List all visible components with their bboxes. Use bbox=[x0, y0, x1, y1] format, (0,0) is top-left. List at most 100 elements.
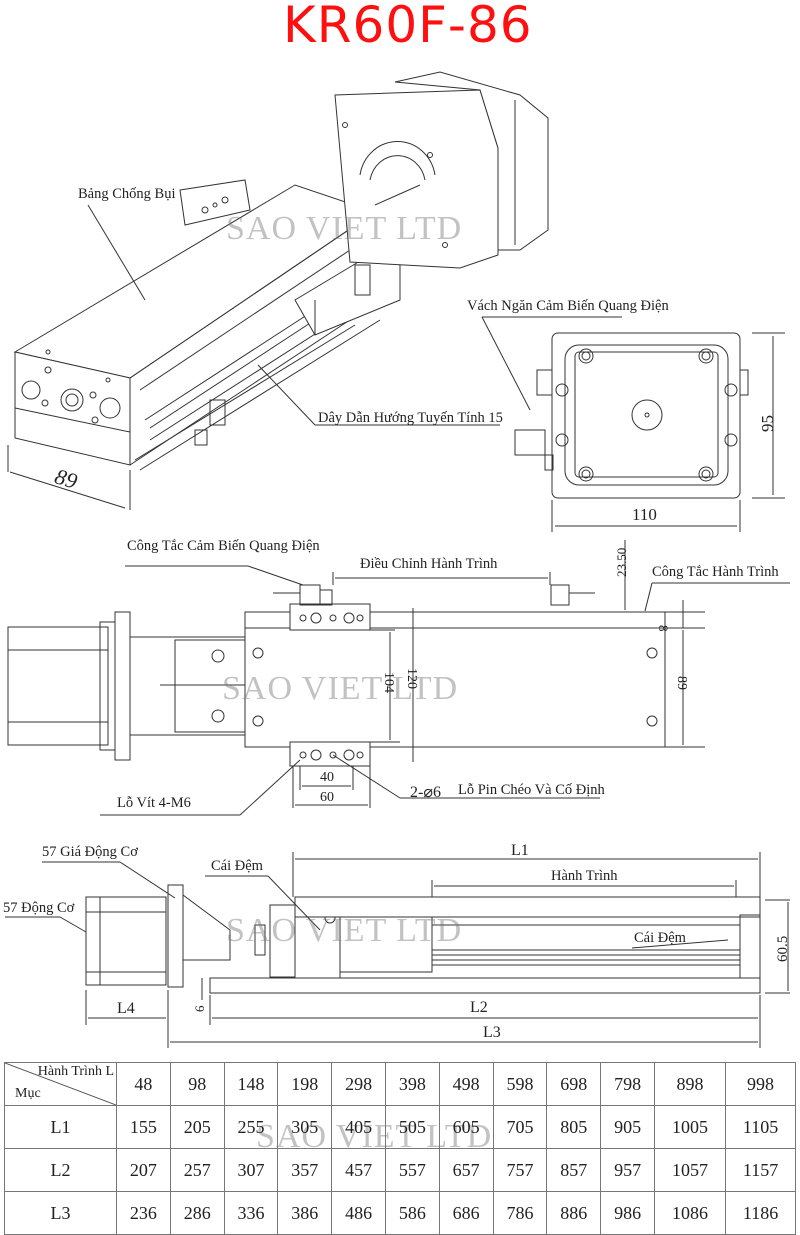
label-stroke-switch: Công Tắc Hành Trình bbox=[652, 564, 779, 580]
table-cell: 1005 bbox=[653, 1105, 727, 1149]
table-cell: 1086 bbox=[653, 1191, 727, 1235]
header-stroke-label: Hành Trình L bbox=[37, 1064, 114, 1079]
dim-89-top: 89 bbox=[674, 676, 689, 690]
dim-23-50: 23.50 bbox=[614, 547, 629, 577]
table-cell: 307 bbox=[223, 1148, 279, 1192]
product-title: KR60F-86 bbox=[283, 0, 533, 54]
dim-6: 6 bbox=[192, 1005, 207, 1013]
stroke-header-cell: 398 bbox=[384, 1062, 440, 1106]
row-label: L2 bbox=[4, 1148, 117, 1192]
table-cell: 236 bbox=[116, 1191, 171, 1235]
label-dust-cover: Bảng Chống Bụi bbox=[78, 186, 176, 202]
table-cell: 586 bbox=[384, 1191, 440, 1235]
motor-shaft bbox=[631, 399, 663, 431]
end-view bbox=[481, 316, 785, 532]
table-cell: 957 bbox=[600, 1148, 655, 1192]
label-buffer-right: Cái Đệm bbox=[634, 930, 686, 946]
dim-95: 95 bbox=[758, 415, 777, 432]
stroke-header-cell: 298 bbox=[331, 1062, 386, 1106]
table-cell: 155 bbox=[116, 1105, 171, 1149]
table-cell: 1057 bbox=[653, 1148, 727, 1192]
table-cell: 505 bbox=[384, 1105, 440, 1149]
side-view bbox=[5, 852, 790, 1048]
table-cell: 486 bbox=[331, 1191, 386, 1235]
table-cell: 1105 bbox=[725, 1105, 796, 1149]
stroke-header-cell: 498 bbox=[438, 1062, 494, 1106]
table-cell: 405 bbox=[331, 1105, 386, 1149]
table-cell: 286 bbox=[169, 1191, 225, 1235]
table-cell: 757 bbox=[492, 1148, 548, 1192]
table-cell: 386 bbox=[277, 1191, 333, 1235]
stroke-header-cell: 98 bbox=[169, 1062, 225, 1106]
table-corner-header: Hành Trình L Mục bbox=[4, 1062, 117, 1106]
body-plan bbox=[244, 611, 666, 748]
dim-L4: L4 bbox=[117, 1000, 135, 1017]
dim-60-5: 60.5 bbox=[775, 935, 791, 962]
label-buffer-left: Cái Đệm bbox=[211, 858, 263, 874]
stroke-header-cell: 998 bbox=[725, 1062, 796, 1106]
table-cell: 357 bbox=[277, 1148, 333, 1192]
dim-line-89-iso bbox=[9, 471, 126, 509]
table-cell: 305 bbox=[277, 1105, 333, 1149]
stroke-header-cell: 48 bbox=[116, 1062, 171, 1106]
table-cell: 336 bbox=[223, 1191, 279, 1235]
label-pin-holes-prefix: 2-⌀6 bbox=[410, 784, 441, 801]
label-stroke: Hành Trình bbox=[551, 868, 618, 884]
row-label: L3 bbox=[4, 1191, 117, 1235]
watermark: SAO VIET LTD bbox=[222, 670, 459, 707]
label-motor-mount: 57 Giá Động Cơ bbox=[42, 844, 138, 860]
label-screw-holes: Lỗ Vít 4-M6 bbox=[117, 795, 191, 811]
table-cell: 605 bbox=[438, 1105, 494, 1149]
table-cell: 205 bbox=[169, 1105, 225, 1149]
table-cell: 886 bbox=[546, 1191, 602, 1235]
stroke-header-cell: 198 bbox=[277, 1062, 333, 1106]
table-cell: 257 bbox=[169, 1148, 225, 1192]
dim-L1: L1 bbox=[511, 842, 529, 859]
dim-8: 8 bbox=[656, 625, 671, 632]
table-cell: 686 bbox=[438, 1191, 494, 1235]
dim-L2: L2 bbox=[470, 999, 488, 1016]
label-photo-sensor-switch: Công Tắc Cảm Biến Quang Điện bbox=[127, 538, 320, 554]
stroke-header-cell: 148 bbox=[223, 1062, 279, 1106]
dim-110: 110 bbox=[632, 505, 657, 524]
table-cell: 805 bbox=[546, 1105, 602, 1149]
stepper-motor bbox=[394, 71, 549, 251]
stroke-header-cell: 598 bbox=[492, 1062, 548, 1106]
table-cell: 207 bbox=[116, 1148, 171, 1192]
stroke-header-cell: 898 bbox=[653, 1062, 727, 1106]
technical-drawing bbox=[5, 71, 790, 1048]
table-cell: 657 bbox=[438, 1148, 494, 1192]
table-cell: 786 bbox=[492, 1191, 548, 1235]
dim-104: 104 bbox=[381, 672, 396, 693]
watermark: SAO VIET LTD bbox=[226, 210, 463, 247]
stroke-header-cell: 798 bbox=[600, 1062, 655, 1106]
label-motor: 57 Động Cơ bbox=[3, 900, 75, 916]
table-cell: 986 bbox=[600, 1191, 655, 1235]
label-linear-guide: Dây Dẫn Hướng Tuyến Tính 15 bbox=[318, 410, 503, 426]
table-cell: 905 bbox=[600, 1105, 655, 1149]
dim-60: 60 bbox=[320, 790, 334, 805]
watermark: SAO VIET LTD bbox=[226, 912, 463, 949]
table-cell: 457 bbox=[331, 1148, 386, 1192]
dim-120: 120 bbox=[404, 668, 419, 689]
table-cell: 1186 bbox=[725, 1191, 796, 1235]
label-sensor-partition: Vách Ngăn Cảm Biến Quang Điện bbox=[467, 298, 669, 314]
stroke-header-cell: 698 bbox=[546, 1062, 602, 1106]
diagonal-divider bbox=[5, 1063, 116, 1105]
top-view bbox=[7, 540, 790, 816]
header-item-label: Mục bbox=[15, 1086, 41, 1101]
label-pin-holes: Lỗ Pin Chéo Và Cố Định bbox=[458, 782, 605, 798]
label-stroke-adjust: Điều Chỉnh Hành Trình bbox=[360, 556, 498, 572]
table-cell: 705 bbox=[492, 1105, 548, 1149]
table-cell: 557 bbox=[384, 1148, 440, 1192]
table-cell: 857 bbox=[546, 1148, 602, 1192]
dim-L3: L3 bbox=[483, 1024, 501, 1041]
table-cell: 1157 bbox=[725, 1148, 796, 1192]
dim-40: 40 bbox=[320, 770, 334, 785]
isometric-view bbox=[7, 71, 549, 510]
table-cell: 255 bbox=[223, 1105, 279, 1149]
